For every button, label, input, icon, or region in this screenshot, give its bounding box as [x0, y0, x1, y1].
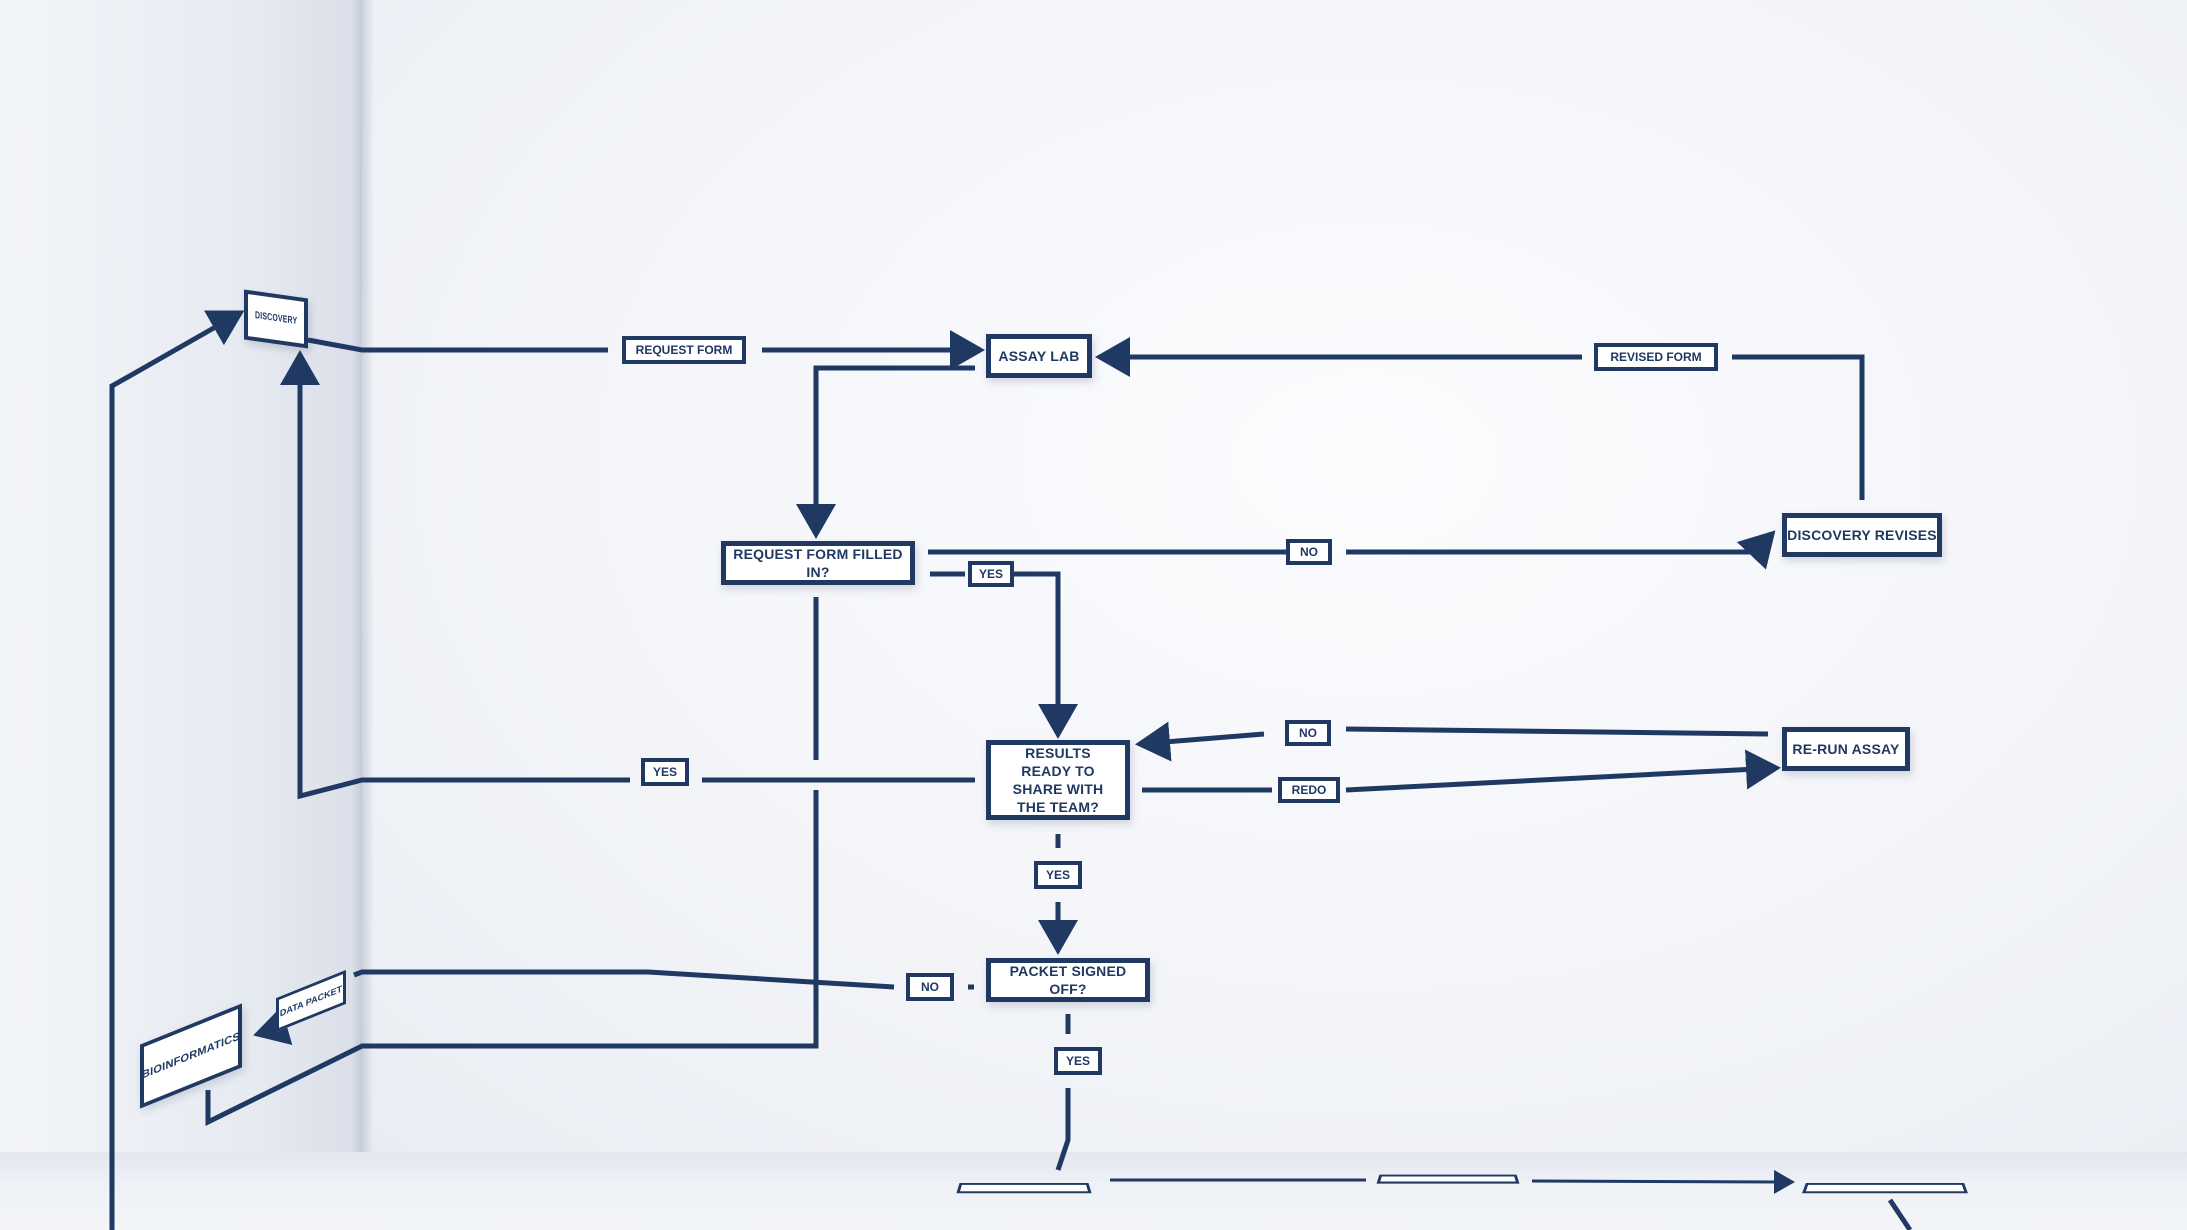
edge-form-down-2 [205, 790, 819, 1127]
edge-form-no-right [1346, 530, 1776, 570]
edge-revises-up [1732, 354, 1865, 500]
edge-discovery-to-request-form [307, 337, 608, 353]
node-discovery-label: DISCOVERY [254, 310, 298, 327]
floor-box-1 [956, 1182, 1092, 1194]
edge-left-loop [109, 310, 245, 1230]
back-wall [362, 0, 2187, 1152]
label-request-form: REQUEST FORM [622, 336, 746, 364]
label-results-yes-left-text: YES [652, 765, 677, 779]
node-results-ready-label: RESULTS READY TO SHARE WITH THE TEAM? [1012, 745, 1104, 815]
edge-packet-no-a [353, 969, 895, 990]
node-discovery-revises[interactable]: DISCOVERY REVISES [1782, 513, 1942, 557]
floor-box-2 [1376, 1174, 1520, 1184]
label-revised-form-text: REVISED FORM [1610, 350, 1702, 364]
node-packet-signed-off-label: PACKET SIGNED OFF? [1009, 963, 1127, 997]
wall-corner [352, 0, 374, 1152]
node-request-form-filled[interactable]: REQUEST FORM FILLED IN? [721, 541, 915, 585]
node-assay-lab-label: ASSAY LAB [998, 348, 1080, 364]
edge-results-redo-b [1345, 749, 1781, 793]
node-discovery[interactable]: DISCOVERY [244, 289, 308, 349]
label-packet-no-text: NO [921, 980, 939, 994]
label-results-no-text: NO [1299, 726, 1317, 740]
label-revised-form: REVISED FORM [1594, 343, 1718, 371]
label-packet-yes-text: YES [1065, 1054, 1090, 1068]
label-results-redo: REDO [1278, 777, 1340, 803]
label-packet-yes: YES [1054, 1047, 1102, 1075]
label-packet-no: NO [906, 973, 954, 1001]
label-results-redo-text: REDO [1291, 783, 1327, 797]
edge-form-yes-to-results [1014, 571, 1078, 739]
node-discovery-revises-label: DISCOVERY REVISES [1787, 527, 1937, 543]
label-form-no-text: NO [1300, 545, 1318, 559]
label-results-yes-down-text: YES [1045, 868, 1070, 882]
edge-assay-lab-to-form-check [796, 365, 975, 539]
floor-box-3 [1802, 1182, 1968, 1194]
label-form-no: NO [1286, 539, 1332, 565]
label-results-yes-down: YES [1034, 861, 1082, 889]
floor-edge-b [1531, 1169, 1795, 1194]
floor-edge-c [1887, 1198, 1913, 1230]
label-results-no: NO [1285, 720, 1331, 746]
node-results-ready[interactable]: RESULTS READY TO SHARE WITH THE TEAM? [986, 740, 1130, 820]
node-assay-lab[interactable]: ASSAY LAB [986, 334, 1092, 378]
label-results-yes-left: YES [641, 758, 689, 786]
edge-results-yes-left-b [280, 350, 630, 800]
edge-data-packet-arrow [253, 1006, 293, 1045]
node-rerun-assay-label: RE-RUN ASSAY [1792, 741, 1900, 757]
label-form-yes: YES [968, 561, 1014, 587]
node-request-form-filled-label: REQUEST FORM FILLED IN? [733, 546, 903, 580]
label-form-yes-text: YES [978, 567, 1003, 581]
edge-rerun-no-b [1135, 721, 1265, 762]
node-rerun-assay[interactable]: RE-RUN ASSAY [1782, 727, 1910, 771]
node-packet-signed-off[interactable]: PACKET SIGNED OFF? [986, 958, 1150, 1002]
label-request-form-text: REQUEST FORM [635, 343, 733, 357]
edge-rerun-no-a [1345, 726, 1769, 737]
edge-packet-down-b [1055, 1088, 1071, 1171]
